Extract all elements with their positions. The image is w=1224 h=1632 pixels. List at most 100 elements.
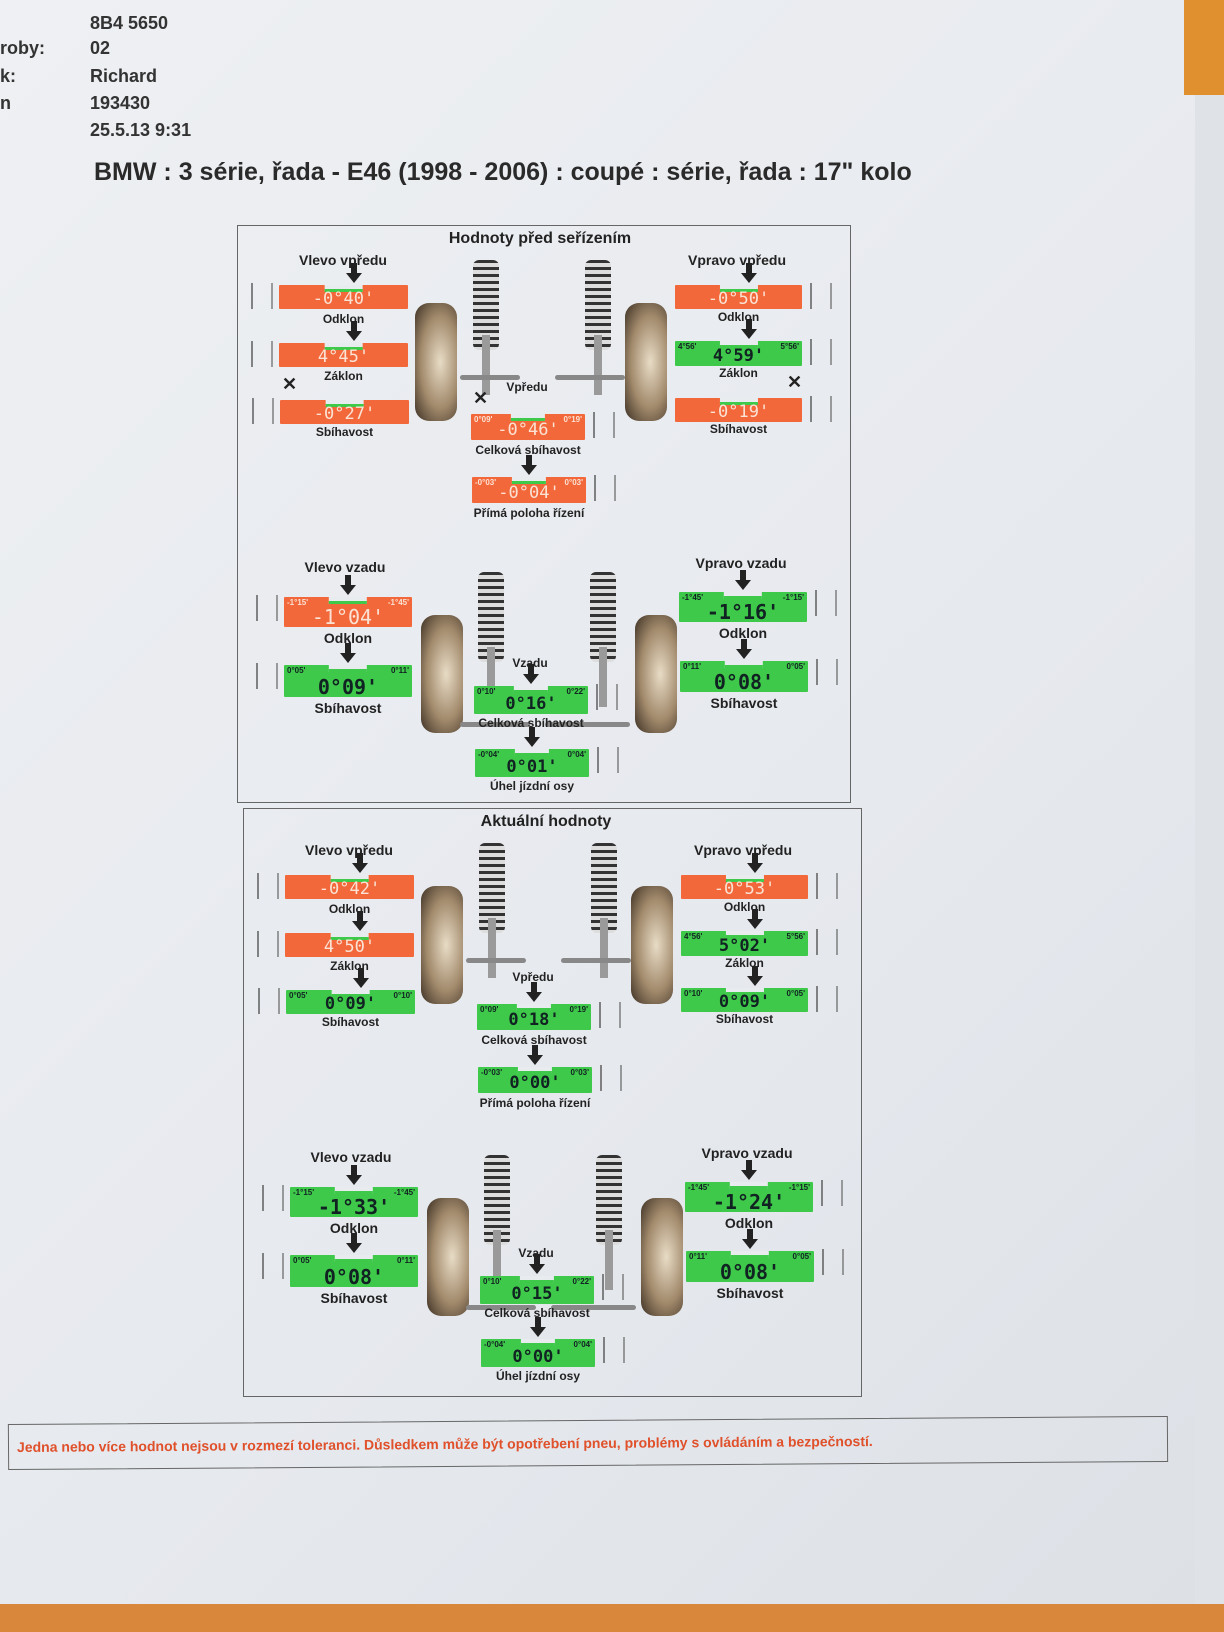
group-label: Vpravo vzadu	[701, 1145, 793, 1161]
tolerance-notch	[511, 477, 547, 484]
suspension-icon	[602, 1274, 624, 1300]
measurement-value: -1°16'	[706, 600, 780, 624]
measurement-bar: 0°10'0°22'0°15'	[480, 1276, 594, 1304]
measurement-bar: 0°05'0°10'0°09'	[286, 990, 415, 1014]
measurement-label: Odklon	[328, 902, 371, 916]
measurement-label: Sbíhavost	[321, 1015, 380, 1029]
measurement-bar: 4°50'	[285, 933, 414, 957]
down-arrow-icon	[345, 321, 362, 341]
wheel-drawing	[635, 615, 677, 733]
measurement-bar: 0°05'0°11'0°08'	[290, 1255, 418, 1287]
group-label: Vzadu	[518, 1246, 554, 1260]
tolerance-notch	[723, 592, 763, 599]
measurement-bar: -1°45' -1°15'-1°16'	[679, 592, 807, 622]
tolerance-max: 0°11'	[390, 666, 409, 675]
tolerance-min: 0°05'	[289, 991, 308, 1000]
measurement-bar: 0°05'0°11'0°09'	[284, 665, 412, 697]
tolerance-notch	[520, 1339, 556, 1346]
tolerance-min: -0°03'	[475, 478, 497, 487]
tolerance-notch	[325, 400, 364, 407]
measurement-value: -0°19'	[707, 402, 770, 422]
tolerance-min: 0°10'	[483, 1277, 502, 1286]
warning-text: Jedna nebo více hodnot nejsou v rozmezí …	[16, 1433, 873, 1455]
measurement-bar: -0°40'	[279, 285, 408, 309]
suspension-icon	[596, 684, 618, 710]
suspension-icon	[252, 398, 274, 424]
measurement-label: Přímá poloha řízení	[479, 1096, 591, 1110]
tolerance-min: 0°11'	[689, 1252, 708, 1261]
measurement-bar: 0°10'0°22'0°16'	[474, 686, 588, 714]
down-arrow-icon	[523, 664, 539, 684]
measurement-bar: 0°09'0°19'0°18'	[477, 1004, 591, 1030]
measurement-bar: 0°10'0°05'0°09'	[681, 988, 808, 1012]
measurement-value: -0°50'	[707, 289, 770, 309]
measurement-label: Záklon	[725, 956, 764, 970]
suspension-icon	[256, 663, 278, 689]
measurement-label: Odklon	[723, 900, 766, 914]
tolerance-min: 4°56'	[684, 932, 703, 941]
tolerance-notch	[730, 1251, 770, 1258]
down-arrow-icon	[351, 911, 368, 931]
vehicle-title: BMW : 3 série, řada - E46 (1998 - 2006) …	[94, 158, 912, 186]
down-arrow-icon	[741, 1160, 757, 1180]
measurement-label: Úhel jízdní osy	[489, 779, 575, 793]
alignment-panel	[237, 225, 851, 803]
strut-drawing	[605, 1230, 613, 1290]
suspension-icon	[257, 873, 279, 899]
group-label: Vlevo vzadu	[304, 559, 386, 575]
wheel-drawing	[415, 303, 457, 421]
tolerance-min: -1°45'	[682, 593, 704, 602]
measurement-value: 0°00'	[509, 1073, 561, 1093]
down-arrow-icon	[346, 1165, 362, 1185]
down-arrow-icon	[352, 968, 369, 988]
measurement-label: Odklon	[322, 312, 365, 326]
measurement-bar: 4°56'5°56'5°02'	[681, 931, 808, 956]
measurement-value: -0°04'	[498, 483, 560, 503]
down-arrow-icon	[340, 643, 356, 663]
suspension-icon	[810, 396, 832, 422]
measurement-label: Sbíhavost	[314, 700, 382, 716]
down-arrow-icon	[346, 1233, 362, 1253]
suspension-icon	[603, 1337, 625, 1363]
measurement-bar: -0°04'0°04'0°01'	[475, 749, 589, 777]
suspension-icon	[810, 339, 832, 365]
strut-drawing	[493, 1230, 501, 1290]
control-arm-drawing	[555, 375, 625, 380]
group-label: Vpravo vzadu	[695, 555, 787, 571]
panel-title: Hodnoty před seřízením	[448, 230, 632, 247]
wheel-drawing	[631, 886, 673, 1004]
tolerance-min: 0°05'	[287, 666, 306, 675]
tolerance-min: -0°04'	[484, 1340, 506, 1349]
tolerance-min: 0°09'	[480, 1005, 499, 1014]
measurement-label: Záklon	[324, 369, 363, 383]
group-label: Vzadu	[512, 656, 548, 670]
suspension-icon	[816, 873, 838, 899]
measurement-value: 0°18'	[508, 1010, 560, 1030]
down-arrow-icon	[530, 1317, 546, 1337]
wheel-drawing	[421, 886, 463, 1004]
tolerance-notch	[328, 665, 368, 672]
tolerance-min: 0°10'	[684, 989, 703, 998]
tolerance-max: 0°05'	[792, 1252, 811, 1261]
tolerance-max: 5°56'	[780, 342, 799, 351]
tolerance-notch	[330, 933, 369, 940]
measurement-label: Odklon	[724, 1215, 774, 1231]
down-arrow-icon	[746, 909, 763, 929]
tolerance-notch	[514, 749, 550, 756]
tolerance-max: 0°04'	[573, 1340, 592, 1349]
measurement-value: 0°08'	[713, 670, 775, 694]
group-label: Vlevo vzadu	[310, 1149, 392, 1165]
tolerance-max: 0°22'	[566, 687, 585, 696]
measurement-label: Odklon	[329, 1220, 379, 1236]
tolerance-max: 0°04'	[567, 750, 586, 759]
measurement-value: 0°16'	[505, 694, 557, 714]
measurement-label: Sbíhavost	[716, 1285, 784, 1301]
down-arrow-icon	[742, 1229, 758, 1249]
control-arm-drawing	[466, 958, 526, 963]
control-arm-drawing	[460, 375, 520, 380]
tolerance-max: 0°22'	[572, 1277, 591, 1286]
out-of-range-x-icon: ✕	[282, 374, 298, 394]
down-arrow-icon	[735, 570, 751, 590]
measurement-value: 0°09'	[718, 992, 771, 1012]
tolerance-max: -1°15'	[782, 593, 804, 602]
